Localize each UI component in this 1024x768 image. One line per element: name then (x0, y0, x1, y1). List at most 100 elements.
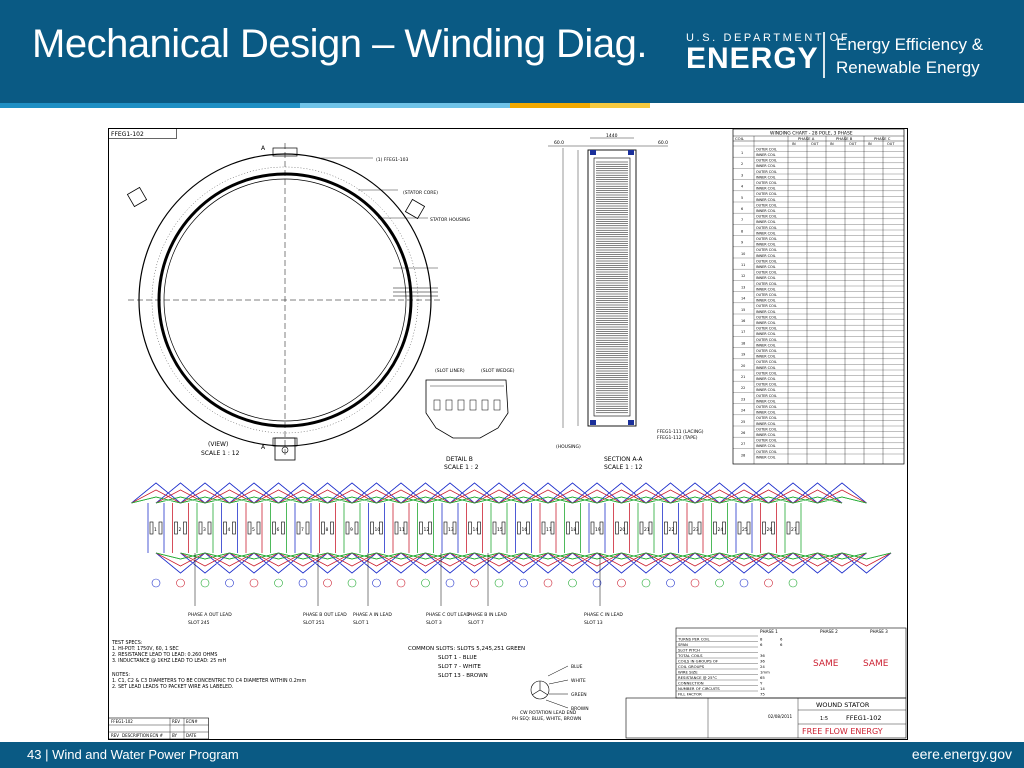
title-block-company: FREE FLOW ENERGY (802, 727, 883, 736)
coil-loop (270, 503, 287, 553)
slot-number: 22 (669, 527, 675, 533)
spec-row-label: SPAN (678, 642, 688, 647)
spec-row-label: RESISTANCE @ 25°C (678, 675, 717, 680)
slot-marker (688, 521, 693, 535)
spec-row-label: SLOT PITCH (678, 647, 700, 652)
slot-marker (305, 521, 310, 535)
logo-tagline: Energy Efficiency & Renewable Energy (836, 33, 983, 79)
slot-marker (501, 521, 506, 535)
view-label: (VIEW) (208, 441, 228, 448)
coil-end-loop (225, 578, 234, 588)
svg-text:A: A (261, 444, 266, 451)
slot-marker (428, 521, 432, 535)
slide-footer: 43 | Wind and Water Power Program eere.e… (0, 742, 1024, 768)
coil-end-loop (298, 578, 308, 588)
rev-header-1: DESCRIPTION (122, 733, 149, 738)
winding-row-label: INNER COIL (756, 243, 776, 247)
slot-marker (762, 521, 766, 535)
coil-loop (490, 503, 508, 553)
slot-marker (452, 521, 457, 535)
callout-slot-wedge: (SLOT WEDGE) (481, 368, 515, 374)
coil-loop (368, 503, 385, 553)
slot-number: 11 (399, 527, 405, 533)
coil-loop (319, 503, 336, 553)
winding-coil-number: 24 (741, 409, 745, 413)
winding-row-label: INNER COIL (756, 332, 776, 336)
spec-phase-1: PHASE 1 (760, 629, 778, 634)
spec-row-label: NUMBER OF CIRCUITS (678, 686, 720, 691)
winding-coil-number: 23 (741, 397, 745, 401)
wire-color-1: WHITE (571, 678, 586, 684)
slot-marker (624, 521, 628, 535)
common-slots: COMMON SLOTS: SLOTS 5,245,251 GREEN (408, 646, 525, 652)
slot-number: 26 (767, 527, 773, 533)
stripe-segment-gold (510, 103, 590, 108)
slot-marker (174, 521, 178, 535)
winding-row-label: INNER COIL (756, 153, 776, 157)
winding-subheader-2: IN (830, 142, 834, 146)
coil-loop (711, 503, 728, 553)
section-scale: SCALE 1 : 12 (604, 464, 643, 471)
coil-loop (196, 503, 214, 553)
slot-marker (443, 521, 448, 535)
callout-stator-core: (STATOR CORE) (403, 190, 438, 196)
winding-row-label: OUTER COIL (756, 338, 777, 342)
title-block: WOUND STATOR FFEG1-102 1:5 FREE FLOW ENE… (625, 697, 907, 739)
coil-wave-top (131, 489, 867, 504)
winding-row-label: INNER COIL (756, 455, 776, 459)
rev-top-1: REV (172, 719, 180, 724)
winding-subheader-0: IN (792, 142, 796, 146)
rotation-seq: PH SEQ: BLUE, WHITE, BROWN (512, 716, 581, 722)
winding-row-label: OUTER COIL (756, 383, 777, 387)
coil-loop (172, 503, 189, 553)
coil-loop (760, 503, 777, 553)
winding-coil-number: 22 (741, 386, 745, 390)
coil-loop (662, 503, 679, 553)
lead-slot-1: SLOT 251 (303, 620, 325, 626)
slot-marker (296, 521, 301, 535)
stator-ring-view: A A (126, 143, 442, 461)
slot-number: 17 (546, 527, 552, 533)
slot-marker (272, 521, 276, 535)
page-number: 43 (27, 747, 42, 762)
slot-marker (247, 521, 252, 535)
slot-number: 2 (179, 527, 182, 533)
callout-bearing: (1) FFEG1-103 (376, 157, 409, 163)
winding-row-label: INNER COIL (756, 411, 776, 415)
slot-marker (615, 521, 619, 535)
slot-marker (786, 521, 791, 535)
note-1: 2. SET LEAD LEADS TO PACKET WIRE AS LABE… (112, 684, 233, 690)
slot-marker (673, 521, 677, 535)
winding-row-label: OUTER COIL (756, 237, 777, 241)
coil-loop (441, 503, 459, 553)
slot-marker (664, 521, 668, 535)
stripe-segment-blue (0, 103, 300, 108)
spec-phase-2: PHASE 2 (820, 629, 838, 634)
coil-end-loop (519, 578, 528, 588)
coil-loop (735, 503, 753, 553)
part-number-box (108, 128, 177, 139)
coil-end-loop (617, 578, 626, 588)
coil-loop (245, 503, 263, 553)
slot-marker (541, 521, 546, 535)
coil-end-loop (788, 578, 798, 588)
slot-marker (330, 521, 334, 535)
winding-row-label: INNER COIL (756, 276, 776, 280)
footer-left: 43 | Wind and Water Power Program (27, 747, 239, 762)
coil-loop (588, 503, 606, 553)
winding-chart-title: WINDING CHART - 28 POLE, 3 PHASE (770, 131, 853, 137)
winding-coil-number: 4 (741, 185, 743, 189)
coil-end-loop (592, 578, 602, 588)
slot-number: 18 (571, 527, 577, 533)
coil-end-loop (323, 578, 332, 588)
coil-loop (221, 503, 238, 553)
winding-coil-number: 12 (741, 274, 745, 278)
winding-row-label: OUTER COIL (756, 248, 777, 252)
winding-row-label: OUTER COIL (756, 360, 777, 364)
winding-row-label: INNER COIL (756, 433, 776, 437)
rotation-note: CW ROTATION LEAD END (520, 710, 577, 716)
winding-coil-number: 16 (741, 319, 745, 323)
winding-coil-number: 28 (741, 453, 745, 457)
winding-coil-number: 19 (741, 353, 745, 357)
rev-header-2: ECN # (150, 733, 164, 738)
